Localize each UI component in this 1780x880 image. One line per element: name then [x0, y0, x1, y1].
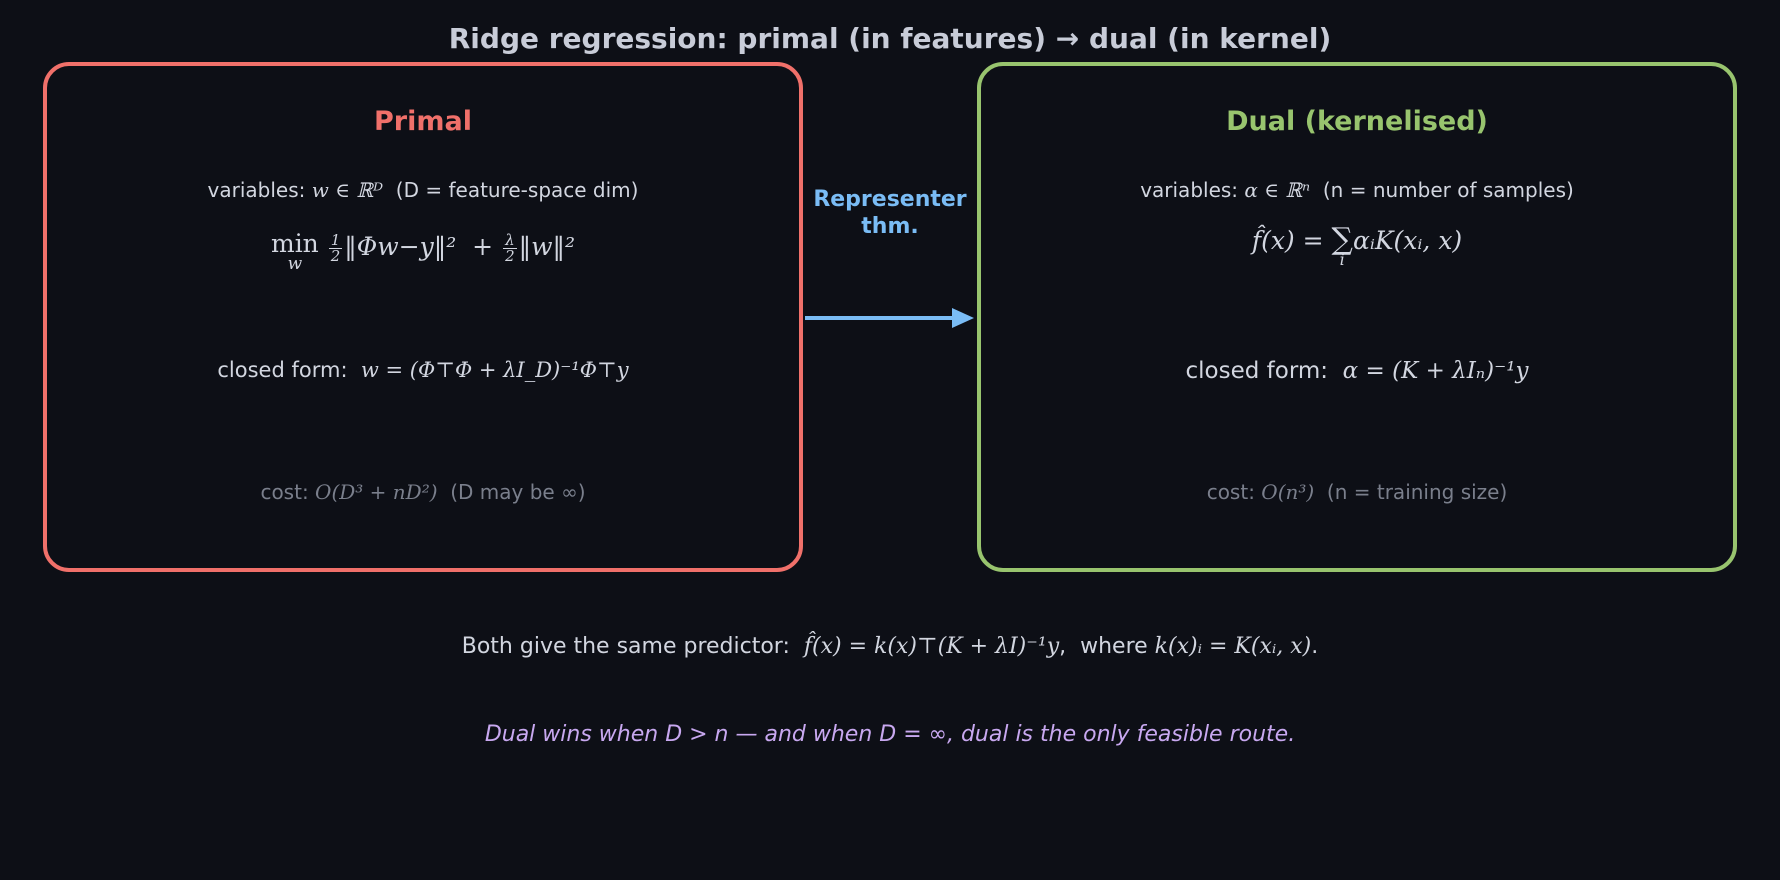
dual-sum-operator: ∑i	[1331, 222, 1353, 269]
diagram-title: Ridge regression: primal (in features) →…	[448, 22, 1332, 55]
dual-closed-form: closed form: α = (K + λIₙ)⁻¹y	[1185, 358, 1529, 384]
primal-variables: variables: w ∈ ℝᴰ (D = feature-space dim…	[207, 178, 639, 202]
same-predictor-note: Both give the same predictor: f̂(x) = k(…	[461, 634, 1319, 659]
dual-cost: cost: O(n³) (n = training size)	[1206, 480, 1508, 504]
representer-arrow	[805, 308, 974, 328]
dual-wins-note: Dual wins when D > n — and when D = ∞, d…	[484, 722, 1296, 747]
primal-cost: cost: O(D³ + nD²) (D may be ∞)	[260, 480, 586, 504]
primal-title: Primal	[374, 106, 472, 137]
dual-variables: variables: α ∈ ℝⁿ (n = number of samples…	[1140, 178, 1574, 202]
primal-panel: Primal variables: w ∈ ℝᴰ (D = feature-sp…	[43, 62, 803, 572]
primal-closed-form: closed form: w = (Φ⊤Φ + λI_D)⁻¹Φ⊤y	[217, 358, 629, 382]
representer-label: Representer thm.	[813, 187, 967, 239]
dual-panel: Dual (kernelised) variables: α ∈ ℝⁿ (n =…	[977, 62, 1737, 572]
dual-title: Dual (kernelised)	[1226, 106, 1488, 137]
